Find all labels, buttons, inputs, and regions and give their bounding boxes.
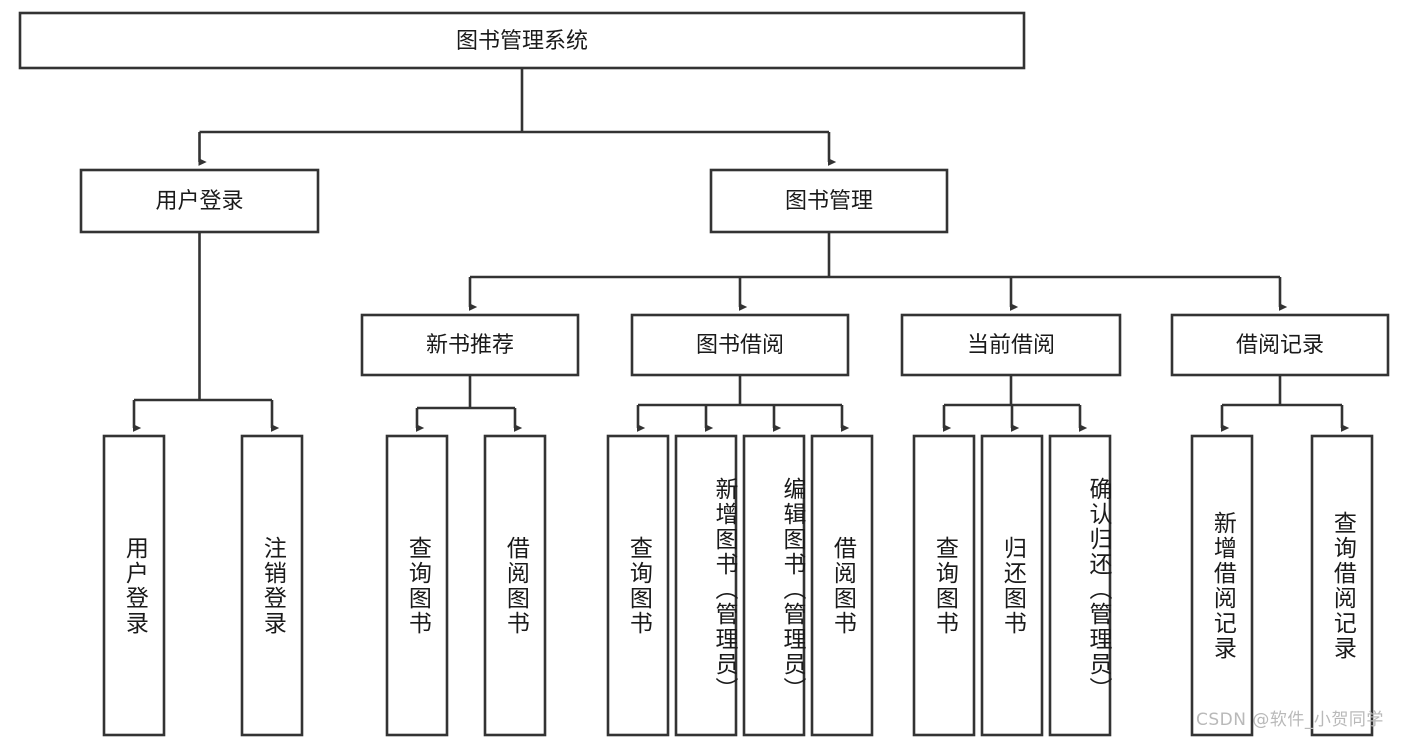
connector-group-current-borrow xyxy=(942,375,1088,432)
leaf-box-query-book-current[interactable] xyxy=(912,434,976,737)
node-book-manage[interactable]: 图书管理 xyxy=(709,168,949,234)
node-new-book-recommend-box[interactable] xyxy=(360,313,580,377)
connector-group-new-book-recommend xyxy=(415,375,523,432)
leaf-box-user-login[interactable] xyxy=(102,434,166,737)
node-book-borrow[interactable]: 图书借阅 xyxy=(630,313,850,377)
leaf-boxes xyxy=(102,434,1374,737)
leaf-box-add-borrow-record[interactable] xyxy=(1190,434,1254,737)
node-book-borrow-label: 图书借阅 xyxy=(696,333,784,358)
leaf-box-query-book-borrow[interactable] xyxy=(606,434,670,737)
leaf-box-return-book[interactable] xyxy=(980,434,1044,737)
connector-group-borrow-record xyxy=(1220,375,1350,432)
node-current-borrow[interactable]: 当前借阅 xyxy=(900,313,1122,377)
node-root-box[interactable] xyxy=(18,11,1026,70)
node-new-book-recommend[interactable]: 新书推荐 xyxy=(360,313,580,377)
leaf-box-edit-book-admin[interactable] xyxy=(742,434,806,737)
node-book-manage-label: 图书管理 xyxy=(785,189,873,214)
node-new-book-recommend-label: 新书推荐 xyxy=(426,333,514,358)
connector-group-user-login xyxy=(132,232,280,432)
leaf-box-borrow-book-recommend[interactable] xyxy=(483,434,547,737)
leaf-box-borrow-book[interactable] xyxy=(810,434,874,737)
node-root[interactable]: 图书管理系统 xyxy=(18,11,1026,70)
leaf-box-add-book-admin[interactable] xyxy=(674,434,738,737)
node-book-manage-box[interactable] xyxy=(709,168,949,234)
node-user-login-label: 用户登录 xyxy=(155,189,243,214)
node-book-borrow-box[interactable] xyxy=(630,313,850,377)
node-borrow-record-box[interactable] xyxy=(1170,313,1390,377)
csdn-watermark: CSDN @软件_小贺同学 xyxy=(1196,710,1384,730)
node-borrow-record[interactable]: 借阅记录 xyxy=(1170,313,1390,377)
node-user-login[interactable]: 用户登录 xyxy=(79,168,320,234)
leaf-box-query-borrow-record[interactable] xyxy=(1310,434,1374,737)
node-borrow-record-label: 借阅记录 xyxy=(1236,333,1324,358)
node-root-label: 图书管理系统 xyxy=(456,29,588,54)
leaf-box-confirm-return-admin[interactable] xyxy=(1048,434,1112,737)
connector-group-root xyxy=(198,68,837,166)
connector-group-book-manage xyxy=(468,232,1288,311)
leaf-box-user-logout[interactable] xyxy=(240,434,304,737)
node-current-borrow-label: 当前借阅 xyxy=(967,333,1055,358)
node-user-login-box[interactable] xyxy=(79,168,320,234)
connector-group-book-borrow xyxy=(636,375,850,432)
node-current-borrow-box[interactable] xyxy=(900,313,1122,377)
leaf-box-query-book-recommend[interactable] xyxy=(385,434,449,737)
